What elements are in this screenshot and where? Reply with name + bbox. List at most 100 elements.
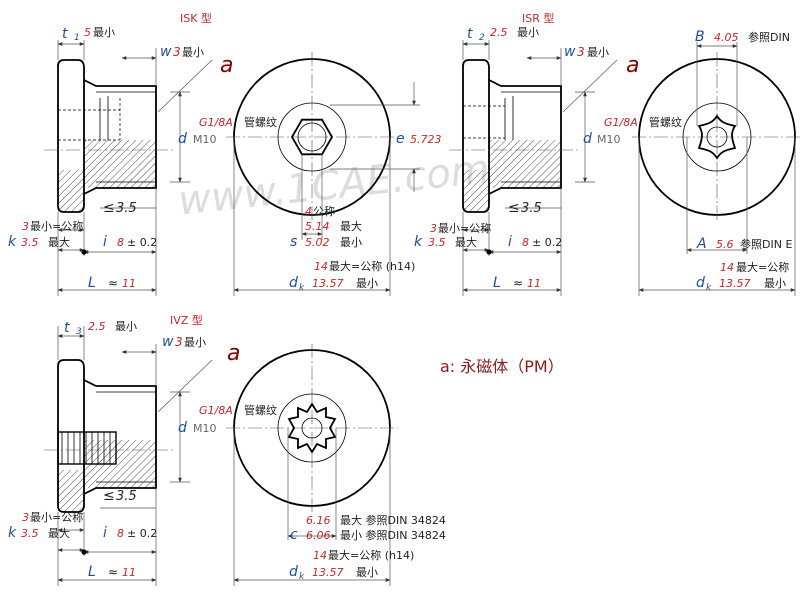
isr-L-symbol: L <box>493 275 501 291</box>
isr-side-labels: ISR 型 t 2 2.5 最小 w 3 最小 a G1/8A 管螺纹 d M1… <box>414 11 682 291</box>
isr-k-note: 最大 <box>455 235 477 249</box>
ivz-L-approx: ≈ <box>108 565 118 579</box>
isk-e-symbol: e <box>396 131 405 147</box>
ivz-L-value: 11 <box>122 566 136 579</box>
isr-t-symbol: t <box>467 26 473 42</box>
isk-t-note: 最小 <box>93 26 115 39</box>
isk-g-value: G1/8A <box>199 116 233 129</box>
ivz-front-view <box>226 344 398 586</box>
ivz-i-symbol: i <box>103 525 107 541</box>
ivz-3-value: 3 <box>22 511 29 524</box>
isk-i-value: 8 <box>117 236 124 249</box>
isr-title: ISR 型 <box>522 11 554 25</box>
isk-t-value: 5 <box>84 26 91 39</box>
isk-dk14-value: 14 <box>314 260 328 273</box>
isk-front-view <box>226 52 420 296</box>
isk-i-tol: ± 0.2 <box>127 236 157 249</box>
isk-s-min-note: 最小 <box>340 236 362 249</box>
isr-L-approx: ≈ <box>513 276 523 290</box>
isk-d-value: M10 <box>193 133 217 146</box>
ivz-le-symbol: ≤ <box>103 488 115 504</box>
isk-k-note: 最大 <box>48 235 70 249</box>
isr-d-value: M10 <box>597 133 621 146</box>
isr-dk-min-value: 13.57 <box>719 277 751 290</box>
ivz-magnet-label: a <box>227 341 240 366</box>
isk-t-symbol: t <box>62 26 68 42</box>
ivz-dk-symbol: d <box>289 564 298 580</box>
ivz-front-labels: 6.16 最大 参照DIN 34824 c 6.06 最小 参照DIN 3482… <box>289 513 446 582</box>
isr-B-value: 4.05 <box>714 31 739 44</box>
isr-dk-min-note: 最小 <box>764 277 786 290</box>
isr-w-symbol: w <box>564 44 576 60</box>
isk-d-symbol: d <box>178 131 187 147</box>
isr-i-symbol: i <box>508 234 512 250</box>
isr-w-value: 3 <box>577 45 585 59</box>
isk-dk-min-note: 最小 <box>356 277 378 290</box>
isk-e-value: 5.723 <box>410 133 442 146</box>
isk-s-min-value: 5.02 <box>305 236 330 249</box>
isr-B-note: 参照DIN <box>748 30 790 44</box>
isk-L-approx: ≈ <box>108 276 118 290</box>
ivz-t-note: 最小 <box>115 320 137 333</box>
isk-dk-symbol: d <box>289 275 298 291</box>
ivz-c-max-note: 最大 参照DIN 34824 <box>340 513 446 527</box>
isk-s4-note: 公称 <box>313 204 335 218</box>
ivz-t-value: 2.5 <box>88 320 106 333</box>
isr-magnet-label: a <box>626 53 639 78</box>
ivz-d-value: M10 <box>193 422 217 435</box>
isk-3-value: 3 <box>22 220 29 233</box>
isk-i-symbol: i <box>103 234 107 250</box>
ivz-c-min-note: 最小 参照DIN 34824 <box>340 528 446 542</box>
ivz-i-value: 8 <box>117 527 124 540</box>
ivz-title: IVZ 型 <box>170 313 203 327</box>
isr-dk14-note: 最大=公称 <box>736 260 789 274</box>
ivz-k-note: 最大 <box>48 526 70 540</box>
isr-front-labels: B 4.05 参照DIN A 5.6 参照DIN E 14 最大=公称 d k … <box>695 29 792 293</box>
isr-3-note: 最小=公称 <box>438 221 491 235</box>
isk-dk14-note: 最大=公称 (h14) <box>329 259 415 273</box>
ivz-g-value: G1/8A <box>199 404 233 417</box>
ivz-d-symbol: d <box>178 420 187 436</box>
isr-B-symbol: B <box>695 29 705 45</box>
isr-g-note: 管螺纹 <box>649 115 682 129</box>
isk-w-note: 最小 <box>182 46 204 59</box>
ivz-k-value: 3.5 <box>21 527 39 540</box>
isr-i-tol: ± 0.2 <box>532 236 562 249</box>
ivz-t-symbol: t <box>64 320 70 336</box>
ivz-k-symbol: k <box>8 525 17 541</box>
ivz-side-view <box>44 326 213 586</box>
isk-le-symbol: ≤ <box>103 200 115 216</box>
ivz-dk-min-value: 13.57 <box>312 566 344 579</box>
ivz-L-symbol: L <box>88 564 96 580</box>
ivz-dk-min-note: 最小 <box>356 566 378 579</box>
isk-magnet-label: a <box>220 53 233 78</box>
isk-dk-min-value: 13.57 <box>312 277 344 290</box>
isk-title: ISK 型 <box>180 11 212 25</box>
isk-L-symbol: L <box>88 275 96 291</box>
ivz-c-min-value: 6.06 <box>306 529 331 542</box>
ivz-w-note: 最小 <box>184 336 206 349</box>
isk-s-max-note: 最大 <box>340 219 362 233</box>
isk-g-note: 管螺纹 <box>244 115 277 129</box>
isr-A-symbol: A <box>696 236 707 252</box>
isr-t-value: 2.5 <box>490 26 508 39</box>
isr-i-value: 8 <box>522 236 529 249</box>
ivz-le-value: 3.5 <box>116 489 137 504</box>
isk-s-symbol: s <box>290 234 297 250</box>
isr-d-symbol: d <box>583 131 592 147</box>
isr-k-value: 3.5 <box>428 236 446 249</box>
isr-A-value: 5.6 <box>716 238 734 251</box>
ivz-dk14-value: 14 <box>313 549 327 562</box>
ivz-i-tol: ± 0.2 <box>127 527 157 540</box>
ivz-side-labels: IVZ 型 t 3 2.5 最小 w 3 最小 a G1/8A 管螺纹 d M1… <box>8 313 277 580</box>
isk-front-labels: e 5.723 4 公称 5.14 最大 s 5.02 最小 14 最大=公称 … <box>289 131 442 293</box>
isr-dk-sub: k <box>706 283 712 293</box>
ivz-t-sub: 3 <box>76 327 82 337</box>
isk-dk-sub: k <box>299 283 305 293</box>
ivz-w-value: 3 <box>175 335 183 349</box>
ivz-c-symbol: c <box>290 527 298 543</box>
isk-w-value: 3 <box>173 45 181 59</box>
isr-3-value: 3 <box>430 222 437 235</box>
isk-k-value: 3.5 <box>21 236 39 249</box>
